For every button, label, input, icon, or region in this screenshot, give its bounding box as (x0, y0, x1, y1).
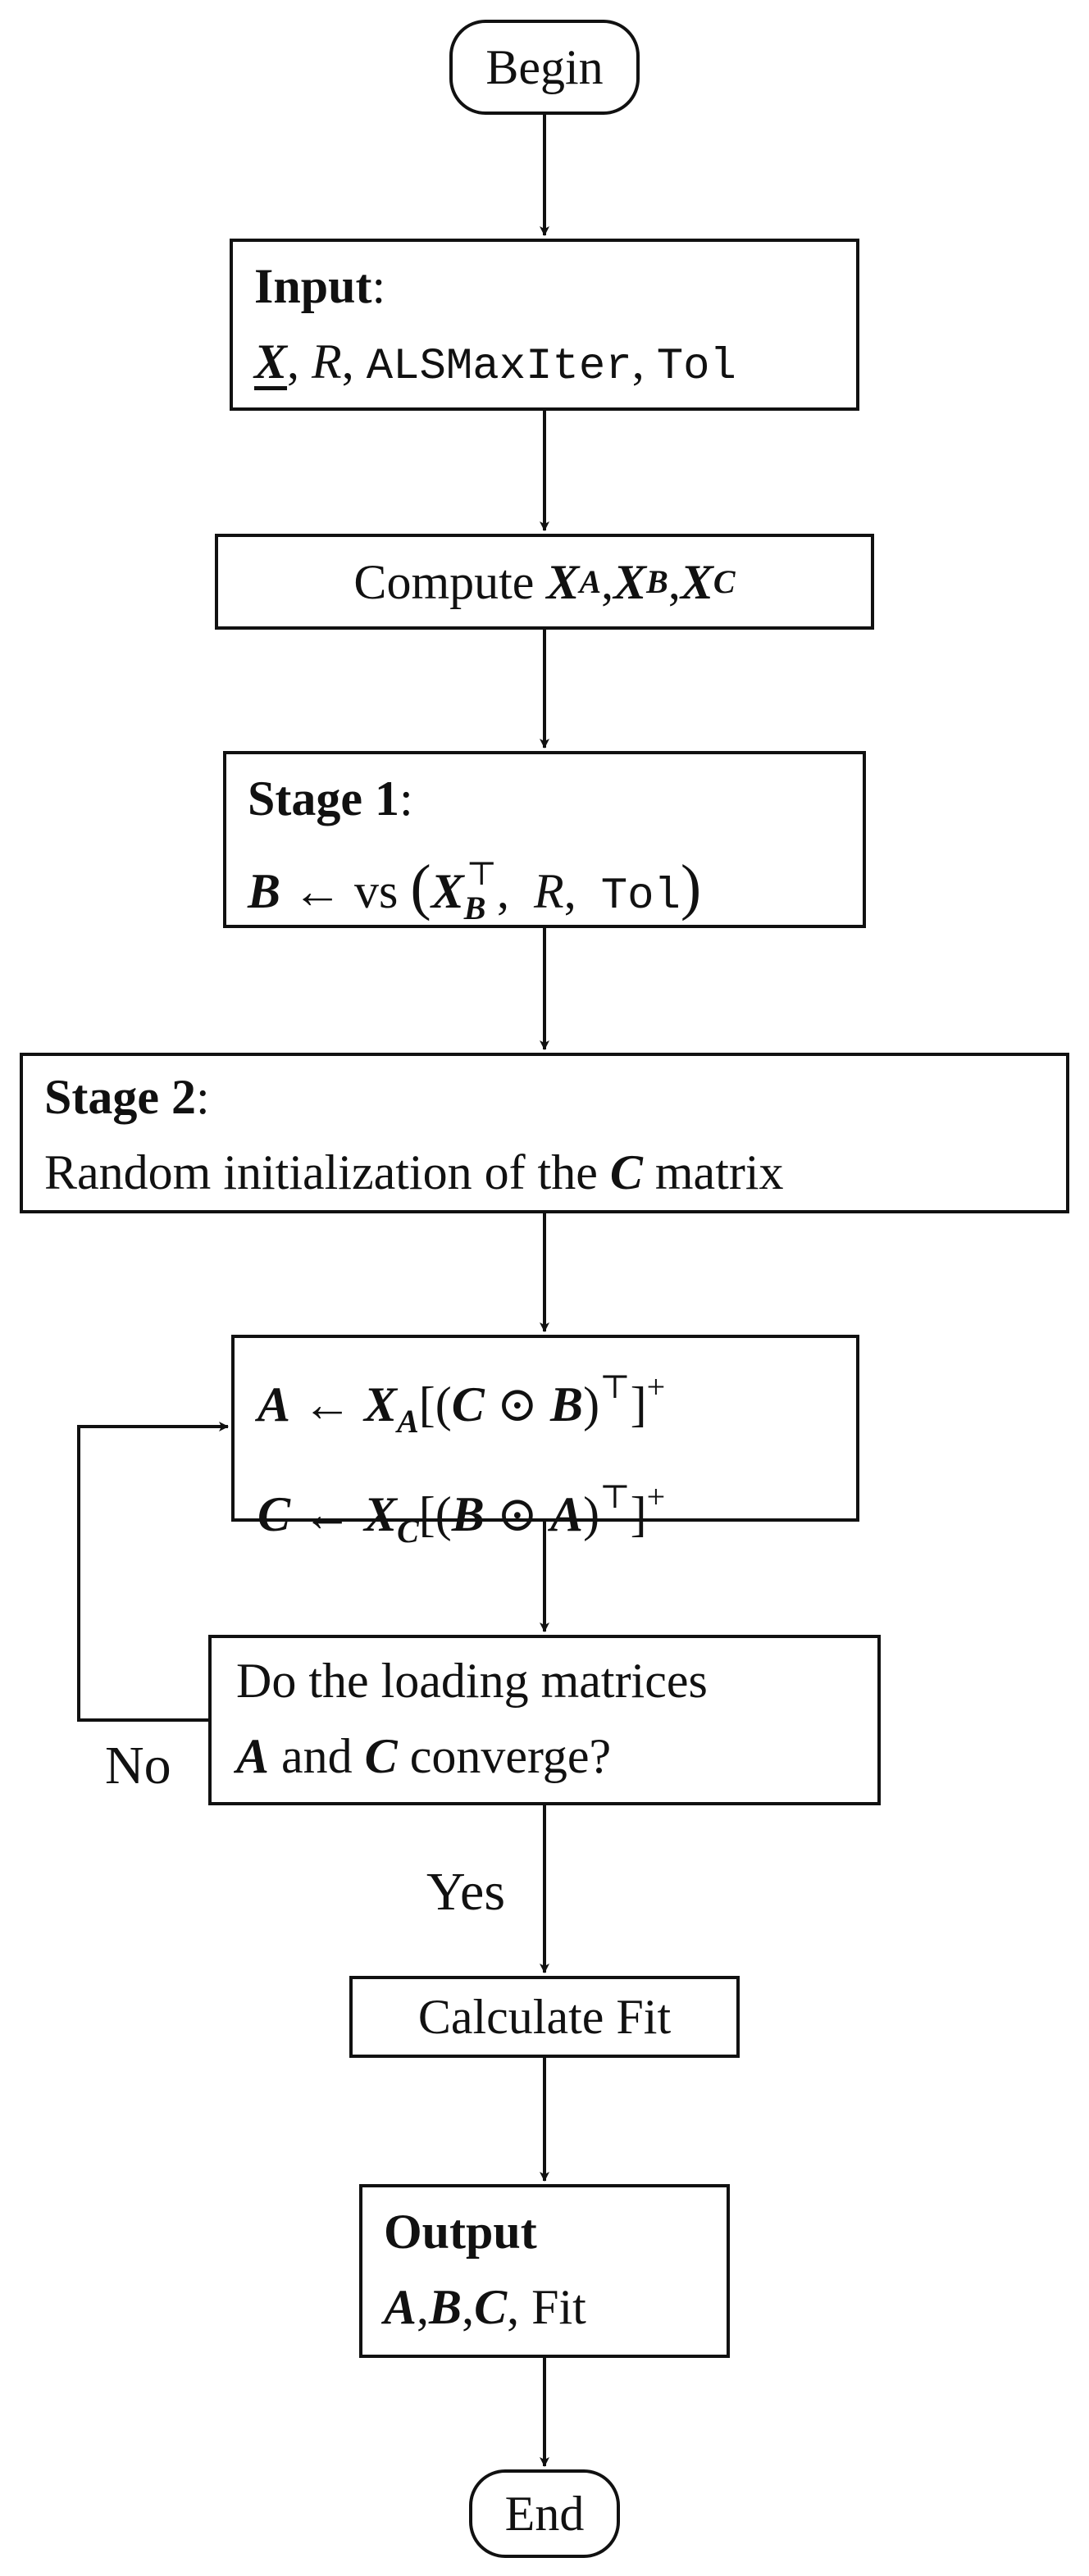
convergence-decision-box: Do the loading matrices A and C converge… (208, 1635, 881, 1805)
begin-label: Begin (485, 40, 604, 94)
fit-label: Calculate Fit (417, 1990, 672, 2044)
input-maxiter: ALSMaxIter (366, 342, 632, 392)
yes-label: Yes (426, 1862, 506, 1922)
end-terminal: End (469, 2469, 620, 2558)
update-a-formula: A ← XA[(C ⊙ B)⊤]+ (257, 1368, 666, 1440)
calculate-fit-box: Calculate Fit (349, 1976, 740, 2058)
decision-question-line1: Do the loading matrices (236, 1654, 708, 1708)
input-tensor-x: X (254, 335, 288, 389)
stage1-formula: B ← vs (XB⊤, R, Tol) (248, 853, 702, 926)
stage2-title: Stage 2 (44, 1070, 196, 1124)
begin-terminal: Begin (449, 20, 640, 115)
decision-question-line2: A and C converge? (236, 1729, 612, 1783)
compute-label: Compute (353, 554, 535, 609)
input-tol: Tol (656, 342, 736, 392)
input-rank: R (312, 335, 342, 389)
input-title: Input (254, 259, 372, 313)
stage2-box: Stage 2: Random initialization of the C … (20, 1053, 1069, 1213)
no-label: No (105, 1736, 171, 1795)
output-box: Output A,B,C, Fit (359, 2184, 730, 2358)
input-box: Input: X, R, ALSMaxIter, Tol (230, 239, 859, 411)
arrow-no-loop-back (77, 1422, 229, 1722)
stage1-title: Stage 1 (248, 771, 399, 826)
output-title: Output (384, 2205, 537, 2259)
stage1-box: Stage 1: B ← vs (XB⊤, R, Tol) (223, 751, 866, 928)
update-c-formula: C ← XC[(B ⊙ A)⊤]+ (257, 1478, 666, 1550)
als-update-box: A ← XA[(C ⊙ B)⊤]+ C ← XC[(B ⊙ A)⊤]+ (231, 1335, 859, 1550)
end-label: End (504, 2487, 585, 2541)
